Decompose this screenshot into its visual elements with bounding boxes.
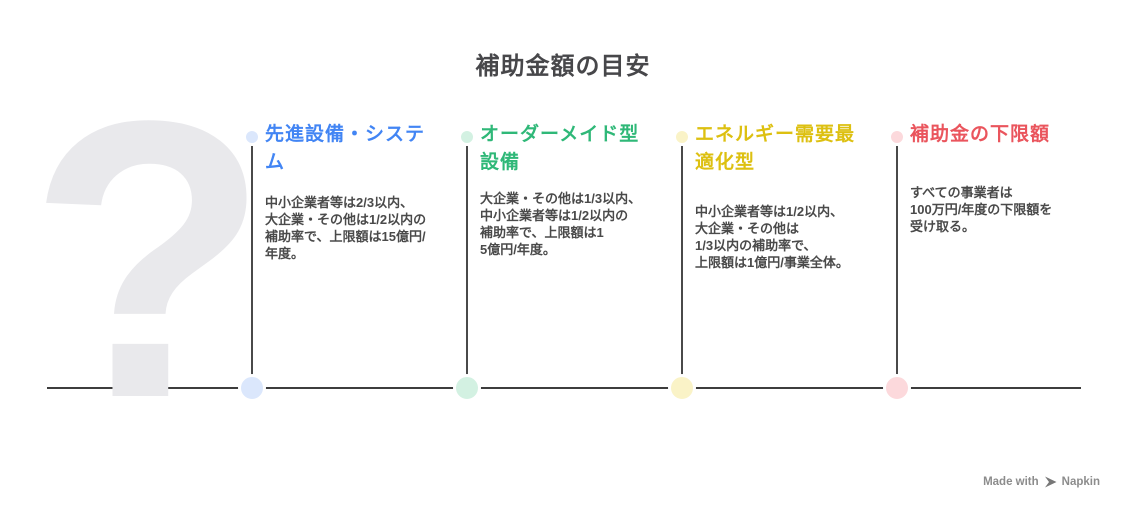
milestone-top-dot [459, 129, 475, 145]
milestone-top-dot [889, 129, 905, 145]
connector-line [681, 146, 683, 388]
milestone-description: 中小企業者等は2/3以内、 大企業・その他は1/2以内の 補助率で、上限額は15… [265, 195, 427, 261]
milestone-heading: 補助金の下限額 [910, 124, 1051, 145]
watermark-brand: Napkin [1061, 476, 1100, 488]
connector-line [466, 146, 468, 388]
milestone-heading: オーダーメイド型 設備 [480, 124, 640, 173]
milestone-top-dot [244, 129, 260, 145]
milestone-top-dot [674, 129, 690, 145]
timeline-axis [47, 387, 1081, 389]
milestone-heading: 先進設備・システ ム [265, 124, 426, 173]
milestone-description: 中小企業者等は1/2以内、 大企業・その他は 1/3以内の補助率で、 上限額は1… [695, 204, 849, 270]
milestone-axis-dot [668, 374, 696, 402]
milestone-axis-dot [238, 374, 266, 402]
milestone-heading: エネルギー需要最 適化型 [695, 124, 856, 173]
milestone-axis-dot [883, 374, 911, 402]
connector-line [896, 146, 898, 388]
watermark-prefix: Made with [983, 476, 1039, 488]
question-mark-graphic: ? [28, 38, 270, 480]
connector-line [251, 146, 253, 388]
napkin-pen-icon [1044, 476, 1057, 488]
milestone-description: すべての事業者は 100万円/年度の下限額を 受け取る。 [910, 185, 1053, 234]
milestone-axis-dot [453, 374, 481, 402]
milestone-description: 大企業・その他は1/3以内、 中小企業者等は1/2以内の 補助率で、上限額は1 … [480, 191, 642, 257]
napkin-watermark: Made with Napkin [983, 476, 1100, 488]
page-title: 補助金額の目安 [475, 53, 651, 80]
